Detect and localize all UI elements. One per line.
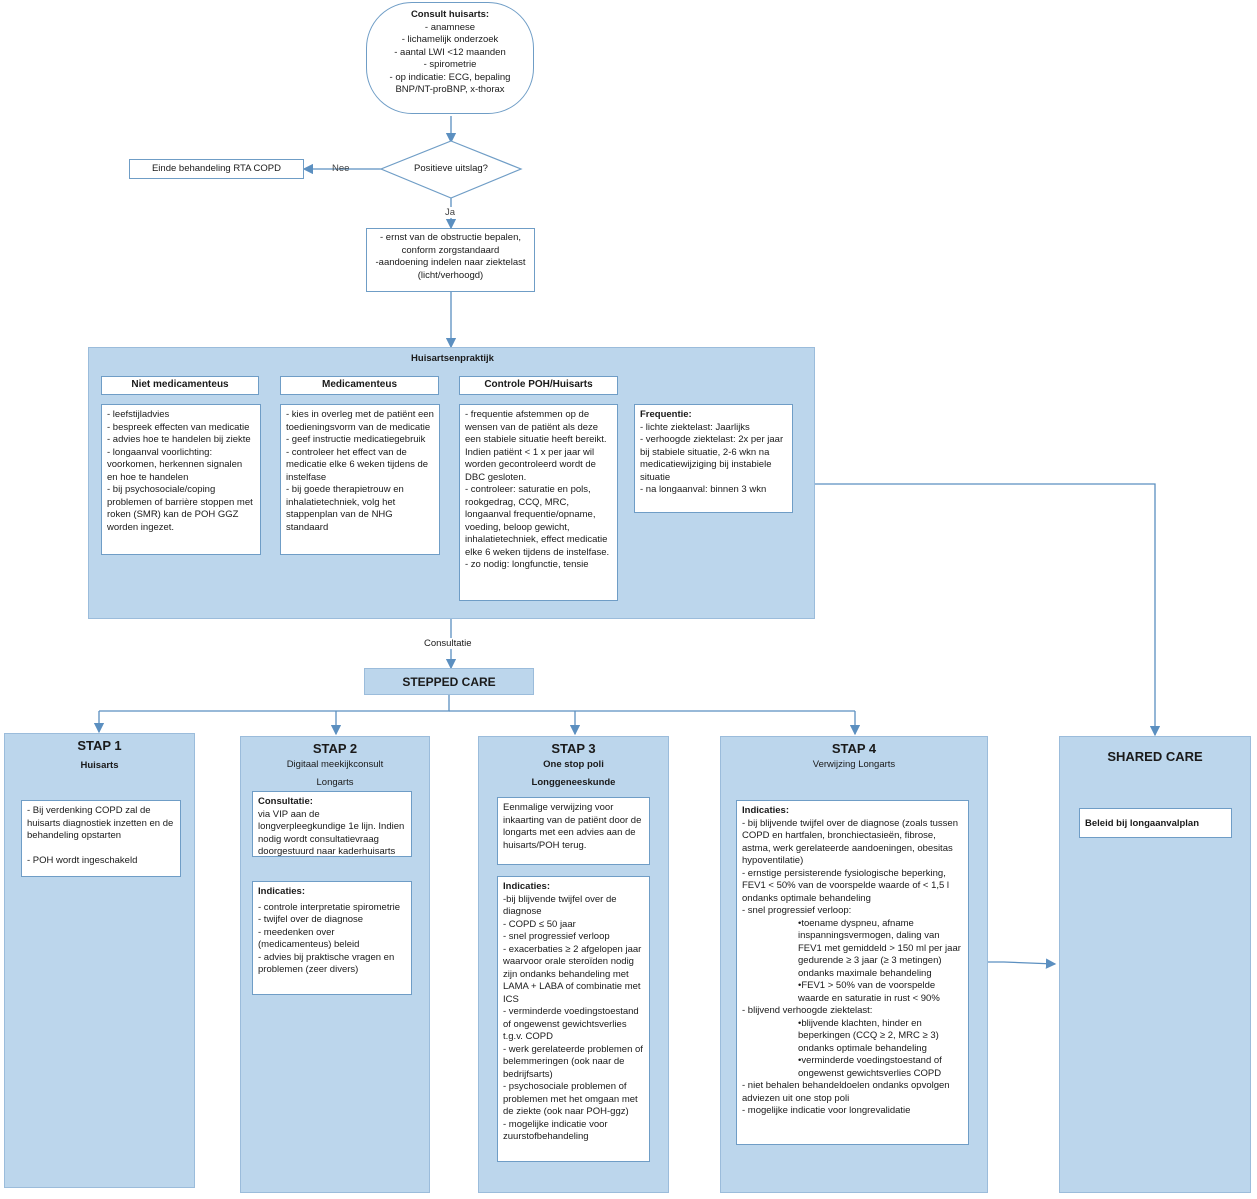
einde-behandeling-box: Einde behandeling RTA COPD <box>129 159 304 179</box>
stap4-title: STAP 4 <box>831 741 877 756</box>
list-item: - advies bij praktische vragen en proble… <box>258 951 395 976</box>
arrow-stap4-to-shared <box>987 958 1057 969</box>
stap4-indicaties-box: Indicaties: - bij blijvende twijfel over… <box>736 800 969 1145</box>
list-item: - controleer: saturatie en pols, rookged… <box>465 484 610 558</box>
list-item: - werk gerelateerde problemen of belemme… <box>503 1043 643 1080</box>
stap2-sub2: Longarts <box>316 777 354 788</box>
arrow-huisarts-to-shared <box>815 483 1161 737</box>
list-item <box>27 843 175 855</box>
list-item: - psychosociale problemen of problemen m… <box>503 1081 638 1117</box>
list-item: - lichte ziektelast: Jaarlijks <box>640 421 750 433</box>
stap2-consultatie-box: Consultatie: via VIP aan de longverpleeg… <box>252 791 412 857</box>
stap2-box2-title: Indicaties: <box>258 886 305 897</box>
obstructie-line: -aandoening indelen naar ziektelast (lic… <box>375 257 526 281</box>
consult-title: Consult huisarts: <box>410 9 490 20</box>
list-item: - controle interpretatie spirometrie <box>258 901 401 913</box>
niet-medicamenteus-box: - leefstijladvies - bespreek effecten va… <box>101 404 261 555</box>
list-item: - leefstijladvies <box>107 409 170 420</box>
list-item: - snel progressief verloop <box>503 931 610 942</box>
stepped-care-box: STEPPED CARE <box>364 668 534 695</box>
consult-item: - op indicatie: ECG, bepaling BNP/NT-pro… <box>389 71 511 96</box>
huisartsenpraktijk-title: Huisartsenpraktijk <box>411 353 494 364</box>
list-item: - geef instructie medicatiegebruik <box>286 434 426 445</box>
consult-item: - aantal LWI <12 maanden <box>394 46 506 58</box>
list-item: - ernstige persisterende fysiologische b… <box>742 867 950 904</box>
list-item: - meedenken over (medicamenteus) beleid <box>258 926 360 951</box>
list-item: - Bij verdenking COPD zal de huisarts di… <box>27 805 174 841</box>
shared-care-box: Beleid bij longaanvalplan <box>1079 808 1232 838</box>
stap3-sub2: Longgeneeskunde <box>531 777 616 788</box>
shared-care-panel: SHARED CARE <box>1059 736 1251 1193</box>
stap3-sub1: One stop poli <box>543 759 604 770</box>
list-item: - twijfel over de diagnose <box>258 914 364 925</box>
frequentie-box: Frequentie: - lichte ziektelast: Jaarlij… <box>634 404 793 513</box>
shared-care-box-text: Beleid bij longaanvalplan <box>1085 818 1200 829</box>
list-item: - verhoogde ziektelast: 2x per jaar bij … <box>640 434 784 483</box>
list-item: - bij blijvende twijfel over de diagnose… <box>742 817 958 867</box>
frequentie-title: Frequentie: <box>640 409 692 420</box>
stap1-sub: Huisarts <box>80 760 119 771</box>
list-item: Eenmalige verwijzing voor inkaarting van… <box>503 802 642 851</box>
stap1-title: STAP 1 <box>77 738 122 753</box>
list-item: - longaanval voorlichting: voorkomen, he… <box>107 446 243 483</box>
list-item: - blijvend verhoogde ziektelast: <box>742 1005 873 1016</box>
list-item: - bij goede therapietrouw en inhalatiete… <box>286 484 404 533</box>
list-item: - frequentie afstemmen op de wensen van … <box>465 409 607 483</box>
list-item: -bij blijvende twijfel over de diagnose <box>503 893 617 918</box>
list-item: - POH wordt ingeschakeld <box>27 854 138 866</box>
decision-question: Positieve uitslag? <box>414 163 488 174</box>
list-item: - niet behalen behandeldoelen ondanks op… <box>742 1080 950 1104</box>
stap3-box2-title: Indicaties: <box>503 881 550 892</box>
list-item: •toename dyspneu, afname inspanningsverm… <box>798 917 961 979</box>
consult-huisarts-box: Consult huisarts: - anamnese - lichameli… <box>366 2 534 114</box>
medicamenteus-header: Medicamenteus <box>280 376 439 395</box>
list-item: - COPD ≤ 50 jaar <box>503 918 576 930</box>
niet-medicamenteus-header: Niet medicamenteus <box>101 376 259 395</box>
stap1-box: - Bij verdenking COPD zal de huisarts di… <box>21 800 181 877</box>
stap2-indicaties-box: Indicaties: - controle interpretatie spi… <box>252 881 412 995</box>
list-item: - mogelijke indicatie voor zuurstofbehan… <box>503 1118 608 1143</box>
list-item: - verminderde voedingstoestand of ongewe… <box>503 1006 639 1042</box>
list-item: - snel progressief verloop: <box>742 905 852 916</box>
list-item: •FEV1 > 50% van de voorspelde waarde en … <box>798 980 940 1004</box>
list-item: •verminderde voedingstoestand of ongewen… <box>798 1055 942 1079</box>
list-item: - bespreek effecten van medicatie <box>107 421 250 433</box>
stap4-sub: Verwijzing Longarts <box>812 759 896 770</box>
list-item: •blijvende klachten, hinder en beperking… <box>798 1017 939 1054</box>
list-item: - advies hoe te handelen bij ziekte <box>107 434 251 445</box>
list-item: - exacerbaties ≥ 2 afgelopen jaar waarvo… <box>503 943 642 1005</box>
stap2-sub1: Digitaal meekijkconsult <box>286 759 384 770</box>
consult-item: - anamnese <box>424 21 476 33</box>
list-item: - controleer het effect van de medicatie… <box>286 446 429 483</box>
list-item: - kies in overleg met de patiënt een toe… <box>286 409 434 433</box>
stap3-title: STAP 3 <box>551 741 596 756</box>
stap2-box1-title: Consultatie: <box>258 796 313 807</box>
stap3-indicaties-box: Indicaties: -bij blijvende twijfel over … <box>497 876 650 1162</box>
stepped-distribution-line <box>99 695 450 712</box>
stap4-box-title: Indicaties: <box>742 805 789 816</box>
shared-care-title: SHARED CARE <box>1107 749 1203 764</box>
medicamenteus-box: - kies in overleg met de patiënt een toe… <box>280 404 440 555</box>
controle-header: Controle POH/Huisarts <box>459 376 618 395</box>
consult-item: - spirometrie <box>423 59 477 70</box>
stap3-verwijzing-box: Eenmalige verwijzing voor inkaarting van… <box>497 797 650 865</box>
list-item: - bij psychosociale/coping problemen of … <box>107 484 253 533</box>
list-item: - mogelijke indicatie voor longrevalidat… <box>742 1105 911 1116</box>
controle-box: - frequentie afstemmen op de wensen van … <box>459 404 618 601</box>
list-item: via VIP aan de longverpleegkundige 1e li… <box>258 808 405 858</box>
decision-yes-label: Ja <box>445 207 456 218</box>
obstructie-box: - ernst van de obstructie bepalen, confo… <box>366 228 535 292</box>
stap2-title: STAP 2 <box>312 741 358 756</box>
decision-no-label: Nee <box>332 163 350 174</box>
list-item: - na longaanval: binnen 3 wkn <box>640 484 767 495</box>
list-item: - zo nodig: longfunctie, tensie <box>465 559 589 570</box>
consultatie-label: Consultatie <box>424 638 472 649</box>
consult-item: - lichamelijk onderzoek <box>401 34 499 45</box>
obstructie-line: - ernst van de obstructie bepalen, confo… <box>379 232 521 256</box>
